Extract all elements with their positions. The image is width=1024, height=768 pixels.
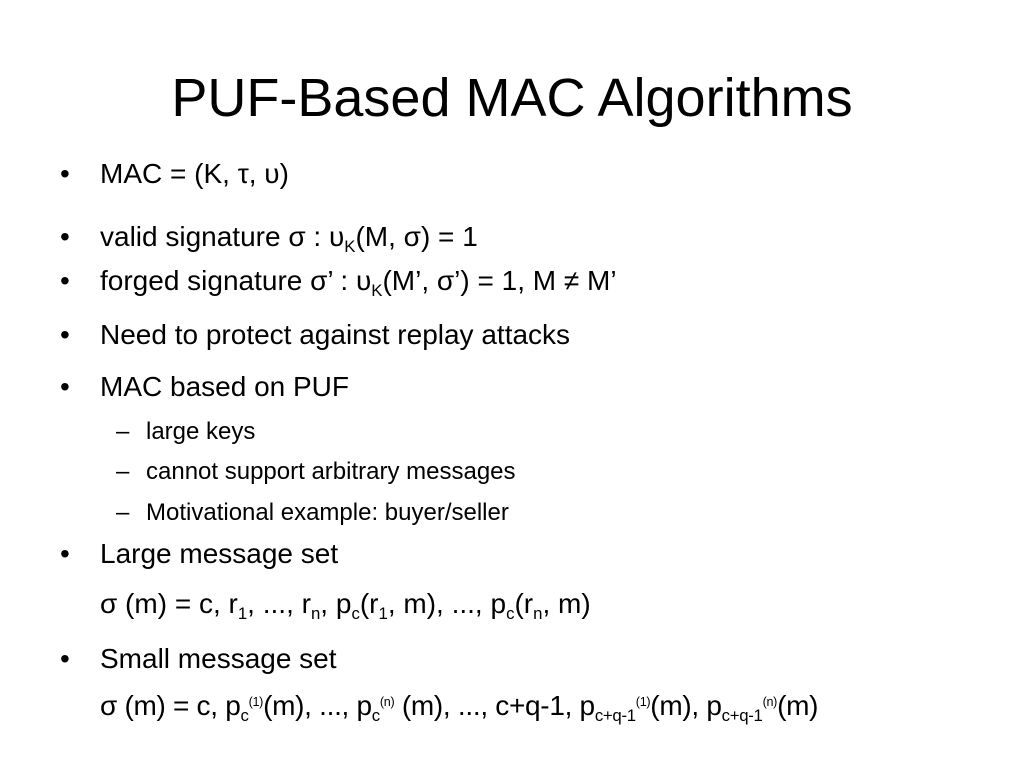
mac-definition: MAC = (K, τ, υ)	[100, 158, 289, 189]
formula-text: , m)	[542, 588, 591, 619]
formula-text: , p	[320, 588, 352, 619]
formula-superscript: (n)	[762, 695, 778, 710]
forged-signature-prefix: forged signature σ’ : υ	[100, 265, 372, 296]
formula-text: (r	[359, 588, 379, 619]
formula-superscript: (1)	[248, 695, 264, 710]
bullet-icon: •	[60, 319, 70, 350]
formula-subscript: n	[310, 603, 321, 623]
formula-text: (r	[514, 588, 534, 619]
formula-text: σ (m) = c, p	[100, 690, 241, 721]
formula-subscript: n	[533, 603, 543, 623]
formula-subscript: c	[506, 603, 515, 623]
formula-text: (m)	[777, 690, 819, 721]
formula-text: , m), ..., p	[387, 588, 507, 619]
slide-title: PUF-Based MAC Algorithms	[171, 68, 853, 128]
dash-icon: –	[116, 499, 130, 526]
forged-signature-subscript: K	[371, 280, 383, 300]
formula-superscript: (1)	[635, 695, 651, 710]
formula-superscript: (n)	[379, 695, 395, 710]
bullet-icon: •	[60, 538, 70, 569]
formula-subscript: c+q-1	[594, 705, 636, 725]
bullet-icon: •	[60, 158, 70, 189]
sub-item-motivational-example: Motivational example: buyer/seller	[146, 499, 509, 526]
bullet-icon: •	[60, 265, 70, 296]
dash-icon: –	[116, 418, 130, 445]
formula-text: , ..., r	[247, 588, 311, 619]
bullet-icon: •	[60, 643, 70, 674]
mac-based-on-puf-item: MAC based on PUF	[100, 371, 349, 402]
small-set-formula: σ (m) = c, pc(1)(m), ..., pc(n) (m), ...…	[100, 689, 819, 725]
formula-text: σ (m) = c, r	[100, 588, 238, 619]
sub-item-large-keys: large keys	[146, 418, 256, 445]
formula-subscript: c+q-1	[721, 705, 763, 725]
formula-text: (m), ..., c+q-1, p	[394, 690, 595, 721]
valid-signature-suffix: (M, σ) = 1	[355, 221, 478, 252]
forged-signature: forged signature σ’ : υK(M’, σ’) = 1, M …	[100, 264, 617, 300]
dash-icon: –	[116, 458, 130, 485]
formula-text: (m), p	[650, 690, 722, 721]
valid-signature-prefix: valid signature σ : υ	[100, 221, 345, 252]
formula-subscript: c	[240, 705, 249, 725]
formula-subscript: 1	[237, 603, 248, 623]
sub-item-arbitrary-messages: cannot support arbitrary messages	[146, 458, 516, 485]
large-set-formula: σ (m) = c, r1, ..., rn, pc(r1, m), ..., …	[100, 587, 591, 623]
valid-signature-subscript: K	[344, 236, 356, 256]
small-message-set-item: Small message set	[100, 643, 337, 674]
large-message-set-item: Large message set	[100, 538, 339, 569]
formula-subscript: 1	[378, 603, 388, 623]
bullet-icon: •	[60, 371, 70, 402]
formula-subscript: c	[351, 603, 360, 623]
bullet-icon: •	[60, 221, 70, 252]
replay-attacks-item: Need to protect against replay attacks	[100, 319, 571, 350]
forged-signature-suffix: (M’, σ’) = 1, M ≠ M’	[382, 265, 617, 296]
formula-subscript: c	[371, 705, 380, 725]
formula-text: (m), ..., p	[263, 690, 372, 721]
valid-signature: valid signature σ : υK(M, σ) = 1	[100, 220, 478, 256]
